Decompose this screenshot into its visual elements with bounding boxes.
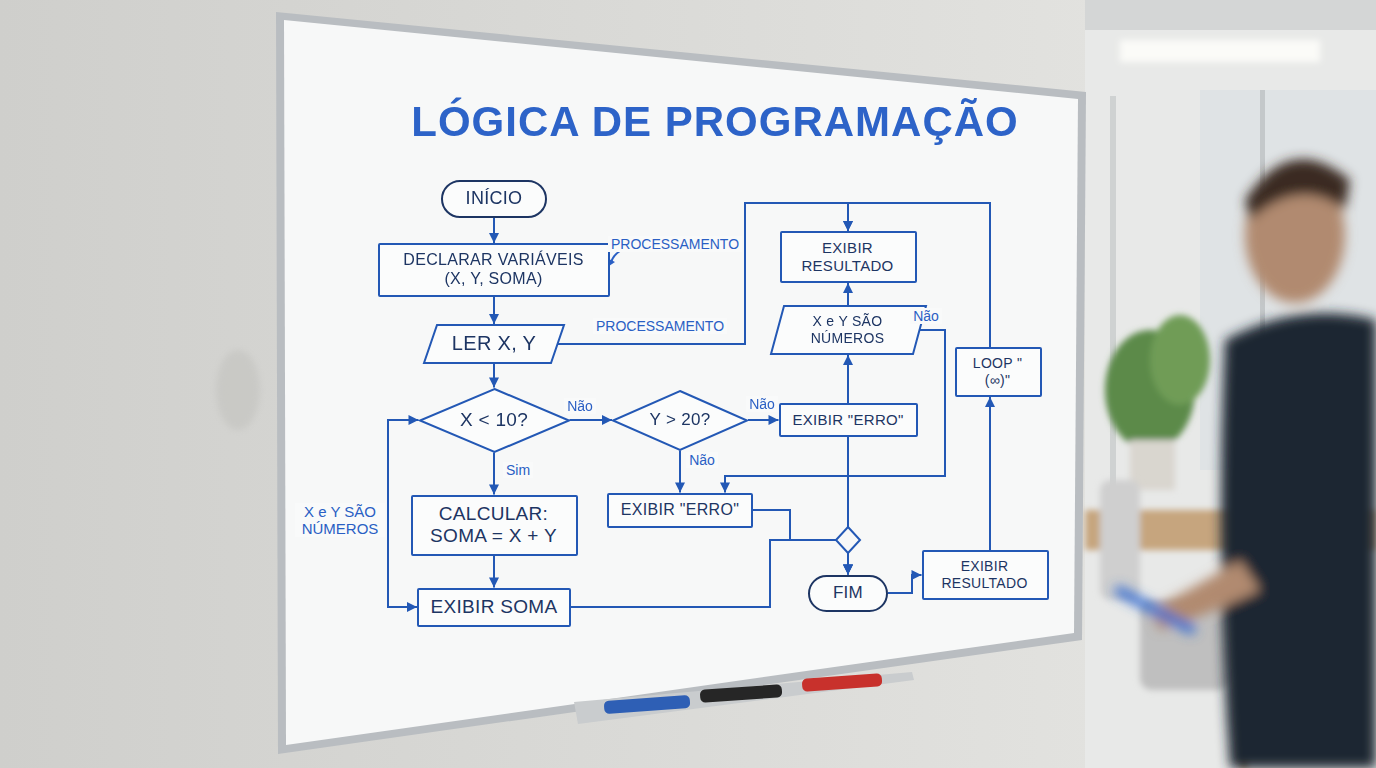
connector-line <box>753 510 848 575</box>
node-text: INÍCIO <box>465 188 523 209</box>
connector-line <box>888 575 922 593</box>
black-marker <box>700 684 783 703</box>
connector <box>489 453 499 495</box>
connector <box>985 397 995 550</box>
terminal: FIM <box>808 575 888 612</box>
arrowhead <box>489 485 499 495</box>
node-text: EXIBIR SOMA <box>430 596 558 618</box>
node-text: DECLARAR VARIÁVEIS (X, Y, SOMA) <box>391 251 596 289</box>
whiteboard-surface <box>284 20 1078 745</box>
plant-leaves <box>1150 315 1210 405</box>
node-text: LOOP "(∞)" <box>968 355 1028 388</box>
connector <box>489 556 499 588</box>
arrowhead <box>489 578 499 588</box>
ceiling-light <box>1120 40 1320 62</box>
connector <box>843 283 853 305</box>
node-text: CALCULAR: SOMA = X + Y <box>424 503 564 548</box>
arrowhead <box>843 565 853 575</box>
terminal: INÍCIO <box>441 180 547 218</box>
node-outline-shape <box>424 325 564 363</box>
arrowhead <box>720 483 730 493</box>
whiteboard-frame <box>276 12 1086 754</box>
diagram-title: LÓGICA DE PROGRAMAÇÃO <box>411 98 1018 146</box>
process-box: CALCULAR: SOMA = X + Y <box>411 495 578 556</box>
node-text: X < 10? <box>460 409 528 431</box>
connector <box>888 570 922 593</box>
process-box: EXIBIR RESULTADO <box>780 231 917 283</box>
plant <box>1105 315 1210 490</box>
node-text: EXIBIR RESULTADO <box>793 239 903 274</box>
connector <box>748 415 779 425</box>
connector-line <box>989 397 991 550</box>
process-box: EXIBIR SOMA <box>417 588 571 627</box>
arrowhead <box>843 565 853 575</box>
connector <box>675 451 685 493</box>
arrowhead <box>407 602 417 612</box>
connector <box>489 364 499 388</box>
node-outline-shape <box>613 391 747 450</box>
held-marker <box>1113 584 1197 635</box>
node-text: X e Y SÃO NÚMEROS <box>798 313 898 346</box>
wall-stain <box>216 350 260 430</box>
node-text: EXIBIR "ERRO" <box>620 501 740 520</box>
arrowhead <box>769 415 779 425</box>
arrowhead <box>843 221 853 231</box>
ceiling <box>1085 0 1376 30</box>
edge-label: Não <box>910 308 942 324</box>
node-text: FIM <box>832 583 864 603</box>
red-marker <box>802 673 883 692</box>
io-parallelogram: LER X, Y <box>423 324 565 364</box>
connector <box>570 415 613 425</box>
decision-diamond: Y > 20? <box>612 390 748 451</box>
decision-diamond: X < 10? <box>419 388 570 453</box>
arrowhead <box>843 565 853 575</box>
node-outline-shape <box>420 389 569 452</box>
connector <box>843 355 853 403</box>
process-box: EXIBIR "ERRO" <box>607 493 753 528</box>
edge-label: Não <box>686 452 718 468</box>
marker-tray <box>574 672 914 724</box>
node-outline-shape <box>771 306 926 354</box>
arrowhead <box>489 314 499 324</box>
plant-pot <box>1130 440 1175 490</box>
arrowhead <box>602 415 612 425</box>
blue-marker <box>604 695 691 714</box>
note-label: PROCESSAMENTO <box>608 236 742 252</box>
wall-column <box>1110 96 1116 496</box>
edge-label: X e Y SÃO NÚMEROS <box>295 503 385 538</box>
edge-label: Sim <box>503 462 533 478</box>
process-box: EXIBIR RESULTADO <box>922 550 1049 600</box>
edge-label: Não <box>564 398 596 414</box>
chair <box>1100 480 1140 600</box>
connector-line <box>571 540 848 607</box>
edge-label: Não <box>746 396 778 412</box>
arrowhead <box>843 355 853 365</box>
node-text: EXIBIR "ERRO" <box>792 411 905 429</box>
loop-box: LOOP "(∞)" <box>955 347 1042 397</box>
arrowhead <box>985 397 995 407</box>
office-room <box>1085 0 1376 768</box>
io-parallelogram: X e Y SÃO NÚMEROS <box>770 305 927 355</box>
person-hair <box>1245 159 1350 220</box>
person <box>1113 159 1376 768</box>
arrowhead <box>843 221 853 231</box>
connector <box>489 297 499 324</box>
node-text: Y > 20? <box>650 410 711 430</box>
arrowhead <box>489 378 499 388</box>
person-body <box>1221 313 1376 768</box>
arrowhead <box>843 283 853 293</box>
node-text: LER X, Y <box>451 332 537 356</box>
node-text: EXIBIR RESULTADO <box>935 558 1035 591</box>
wall <box>0 0 1100 768</box>
process-box: DECLARAR VARIÁVEIS (X, Y, SOMA) <box>378 243 610 297</box>
arrowhead <box>675 483 685 493</box>
edge-label: PROCESSAMENTO <box>593 318 727 334</box>
process-box: EXIBIR "ERRO" <box>779 403 918 437</box>
markers <box>604 673 883 714</box>
merge-diamond <box>836 527 860 553</box>
connector <box>489 218 499 243</box>
arrowhead <box>489 233 499 243</box>
arrowhead <box>912 570 922 580</box>
